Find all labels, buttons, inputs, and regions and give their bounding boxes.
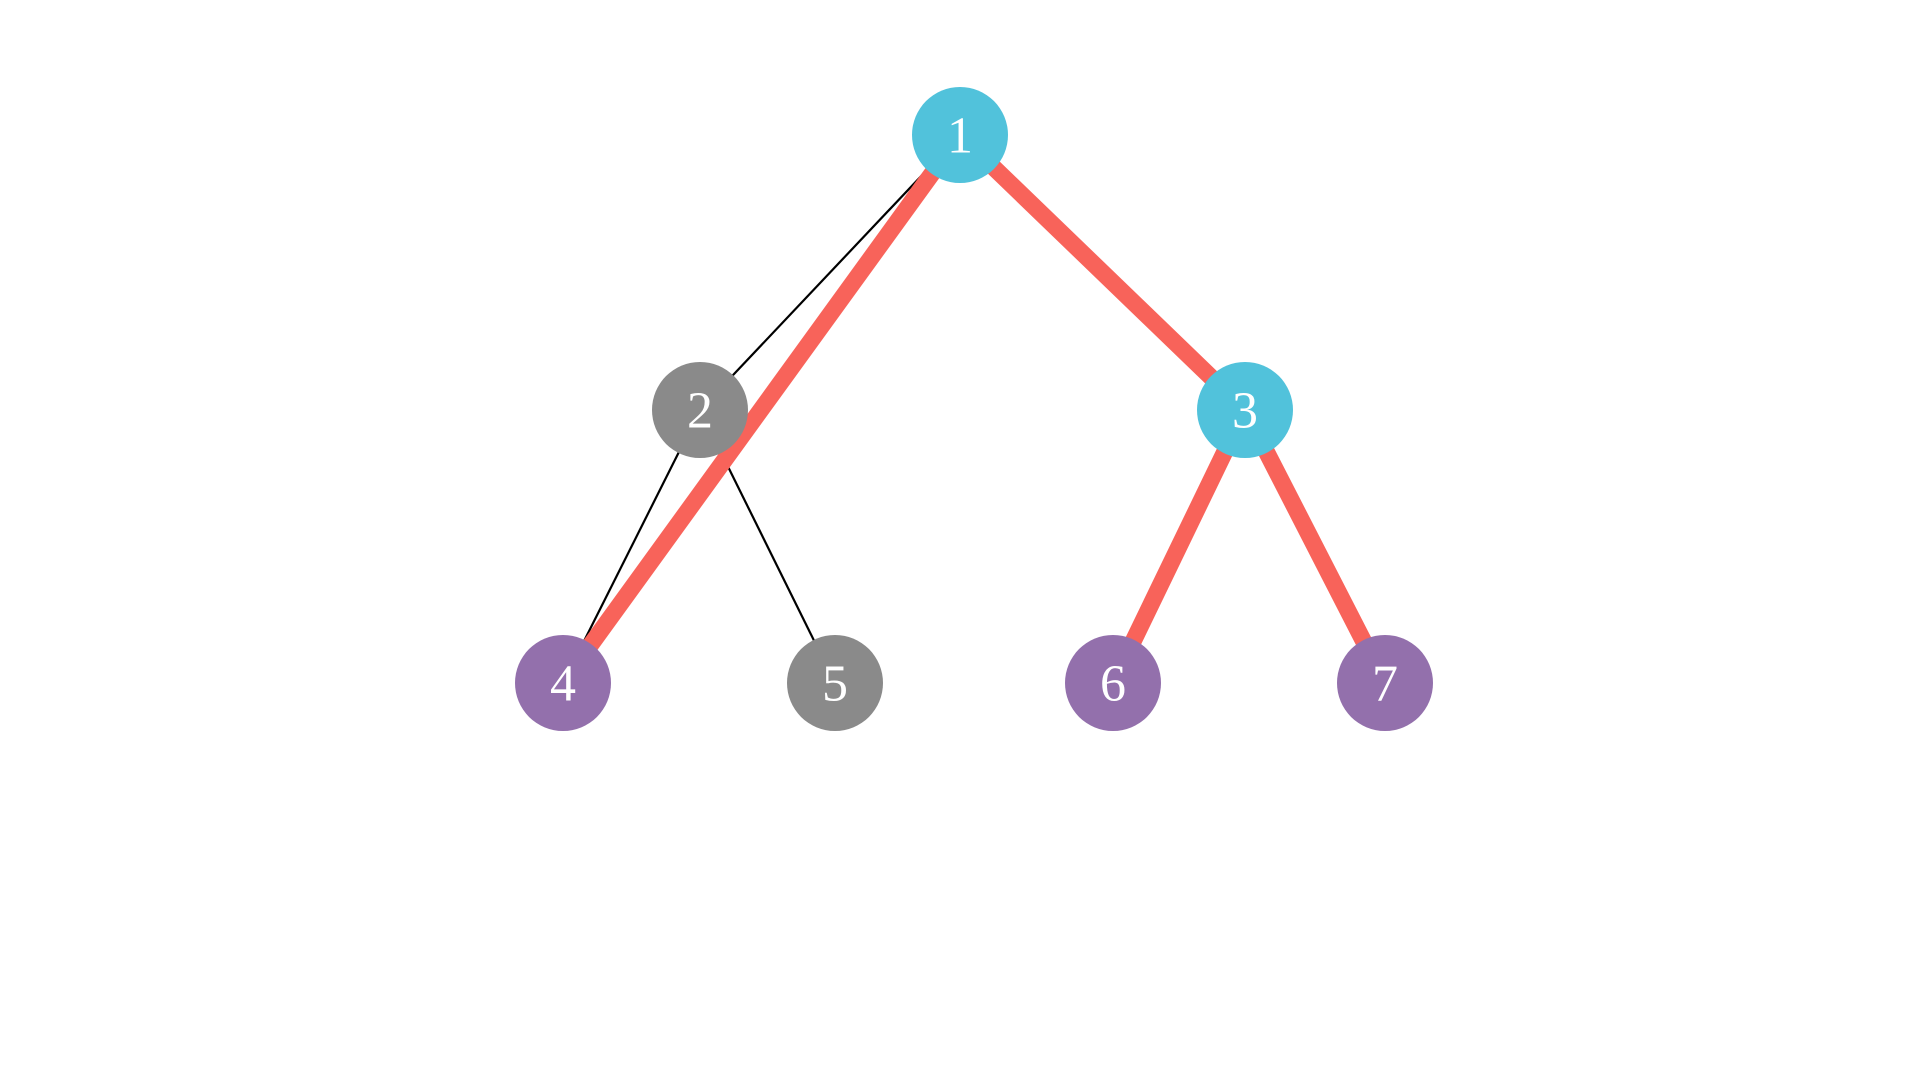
node-label-5: 5 bbox=[822, 656, 848, 713]
node-label-2: 2 bbox=[687, 383, 713, 440]
node-circle-3[interactable] bbox=[1197, 362, 1293, 458]
node-label-4: 4 bbox=[550, 656, 576, 713]
node-6[interactable]: 6 bbox=[1065, 635, 1161, 731]
node-label-6: 6 bbox=[1100, 656, 1126, 713]
node-1[interactable]: 1 bbox=[912, 87, 1008, 183]
edge-3-7 bbox=[1237, 406, 1393, 687]
node-circle-2[interactable] bbox=[652, 362, 748, 458]
node-5[interactable]: 5 bbox=[787, 635, 883, 731]
edge-1-4 bbox=[556, 130, 967, 688]
node-circle-5[interactable] bbox=[787, 635, 883, 731]
node-2[interactable]: 2 bbox=[652, 362, 748, 458]
node-4[interactable]: 4 bbox=[515, 635, 611, 731]
node-circle-7[interactable] bbox=[1337, 635, 1433, 731]
node-label-1: 1 bbox=[947, 108, 973, 165]
node-label-3: 3 bbox=[1232, 383, 1258, 440]
node-circle-6[interactable] bbox=[1065, 635, 1161, 731]
node-layer: 1 2 3 4 5 6 7 bbox=[515, 87, 1433, 731]
node-circle-4[interactable] bbox=[515, 635, 611, 731]
highlight-edge-layer bbox=[556, 128, 1393, 688]
node-7[interactable]: 7 bbox=[1337, 635, 1433, 731]
edge-3-6 bbox=[1105, 406, 1253, 687]
node-circle-1[interactable] bbox=[912, 87, 1008, 183]
edge-1-3 bbox=[954, 128, 1251, 417]
node-3[interactable]: 3 bbox=[1197, 362, 1293, 458]
node-label-7: 7 bbox=[1372, 656, 1398, 713]
